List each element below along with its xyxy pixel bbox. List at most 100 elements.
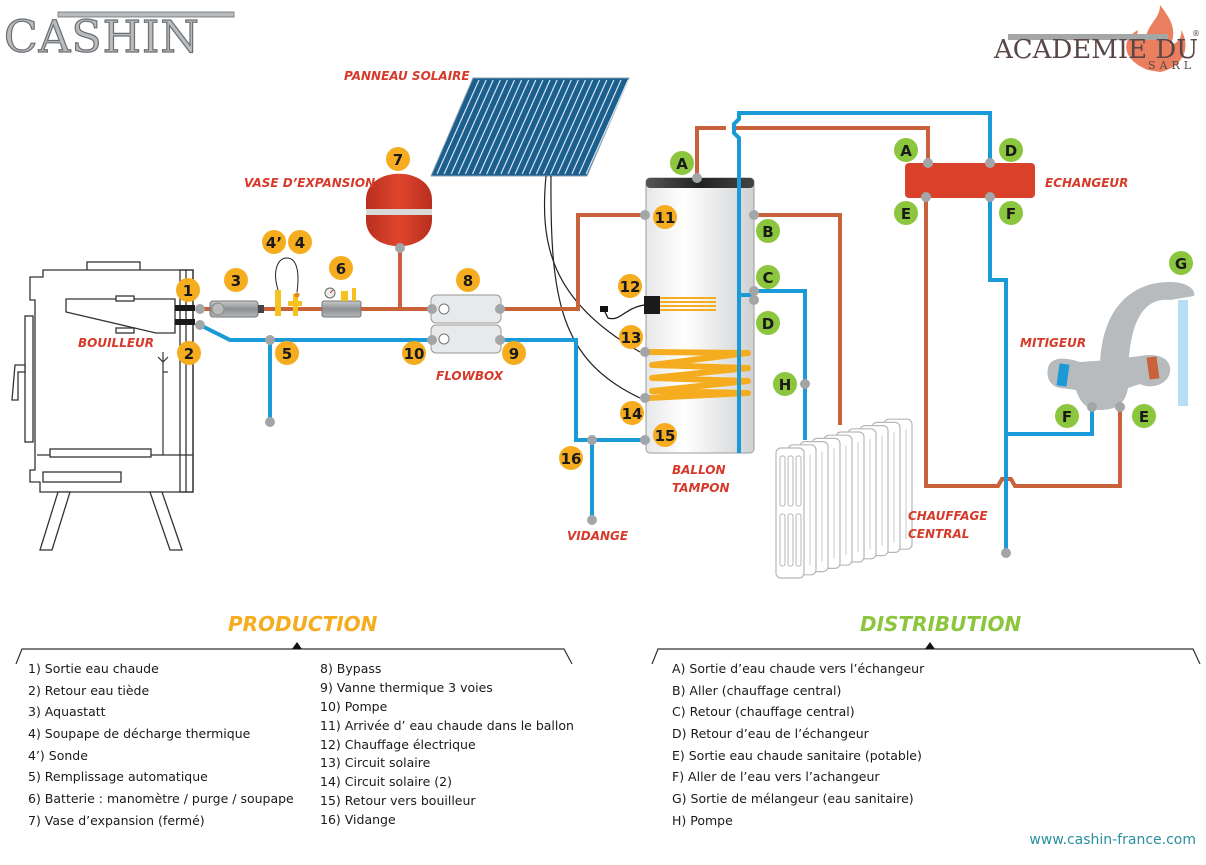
badge-d: D <box>999 138 1023 162</box>
panel-stripe <box>521 79 565 175</box>
panel-stripe <box>486 79 530 175</box>
pipe-joint <box>265 335 275 345</box>
panel-stripe <box>507 79 551 175</box>
panel-stripe <box>479 79 523 175</box>
pipe-joint <box>427 304 437 314</box>
badge-label: 5 <box>282 345 292 363</box>
panel-stripe <box>500 79 544 175</box>
legend-item: A) Sortie d’eau chaude vers l’échangeur <box>672 661 925 676</box>
pipe-joint <box>1001 548 1011 558</box>
badge-n4p: 4’ <box>262 230 286 254</box>
badge-n6: 6 <box>329 256 353 280</box>
legend-item: 2) Retour eau tiède <box>28 682 150 698</box>
production-title: PRODUCTION <box>228 612 378 636</box>
cashin-logo: CASHIN <box>3 11 235 64</box>
badge-n15: 15 <box>653 423 677 447</box>
pipe-joint <box>195 320 205 330</box>
legend-item: 11) Arrivée d’ eau chaude dans le ballon <box>320 717 574 733</box>
pipe-joint <box>749 210 759 220</box>
pipe-joint <box>985 192 995 202</box>
label-panneau-solaire: PANNEAU SOLAIRE <box>344 69 470 83</box>
label-central: CENTRAL <box>908 527 969 541</box>
website-link[interactable]: www.cashin-france.com <box>1029 832 1196 848</box>
legend-item: 9) Vanne thermique 3 voies <box>320 679 493 695</box>
label-vase-expansion: VASE D’EXPANSION <box>244 176 375 190</box>
label-vidange: VIDANGE <box>567 529 629 543</box>
panel-stripe <box>550 79 594 175</box>
badge-n2: 2 <box>177 341 201 365</box>
badge-label: A <box>900 142 912 160</box>
academie-logo-text: ACADEMIE DU FEU <box>993 35 1206 65</box>
badge-label: F <box>1006 205 1016 223</box>
panel-stripe <box>493 79 537 175</box>
logo-bar <box>57 11 235 18</box>
panel-stripe <box>585 79 629 175</box>
label-ballon: BALLON <box>672 463 726 477</box>
badge-label: 4 <box>295 234 305 252</box>
power-cable <box>603 304 645 320</box>
pipe-joint <box>800 379 810 389</box>
legend-item: B) Aller (chauffage central) <box>672 682 842 698</box>
pipe-joint <box>587 515 597 525</box>
academie-logo-sarl: SARL <box>1148 59 1195 72</box>
electric-heater <box>644 296 660 314</box>
label-echangeur: ECHANGEUR <box>1045 176 1128 190</box>
distribution-pipes <box>695 111 1122 553</box>
soupape-sonde <box>275 257 302 316</box>
water-stream <box>1178 300 1188 406</box>
panel-stripe <box>542 79 587 175</box>
badge-b: B <box>756 219 780 243</box>
plug-icon <box>600 306 608 312</box>
badge-n7: 7 <box>386 147 410 171</box>
panel-stripe <box>464 79 508 175</box>
legend-item: 4) Soupape de décharge thermique <box>28 726 251 742</box>
production-bracket-arrow <box>292 642 302 649</box>
pipe-joint <box>749 295 759 305</box>
badge-g: G <box>1169 251 1193 275</box>
pipe-joint <box>427 335 437 345</box>
badge-n10: 10 <box>402 341 426 365</box>
panel-stripe <box>571 79 615 175</box>
legend-item: H) Pompe <box>672 812 733 828</box>
pipe-joint <box>749 286 759 296</box>
legend-item: 12) Chauffage électrique <box>320 736 476 752</box>
pipe-joint <box>985 158 995 168</box>
mitigeur-faucet <box>1047 282 1195 410</box>
badge-n12: 12 <box>618 274 642 298</box>
badge-f: F <box>1055 404 1079 428</box>
panel-stripe <box>578 79 622 175</box>
legend-item: E) Sortie eau chaude sanitaire (potable) <box>672 747 922 763</box>
panel-stripe <box>535 79 579 175</box>
pipe-joint <box>587 435 597 445</box>
badge-label: D <box>762 315 774 333</box>
panel-stripe <box>557 79 601 175</box>
badge-label: A <box>676 155 688 173</box>
badge-label: 6 <box>336 260 346 278</box>
pipe-joint <box>640 210 650 220</box>
panel-stripe <box>443 79 487 175</box>
legend-item: 10) Pompe <box>320 698 388 714</box>
badge-label: 13 <box>621 329 642 347</box>
pipe-joint <box>195 304 205 314</box>
badge-label: 15 <box>655 427 676 445</box>
pipe-joint <box>640 347 650 357</box>
badge-n16: 16 <box>559 446 583 470</box>
badge-label: 4’ <box>266 234 282 252</box>
pipe-joints <box>195 158 1125 558</box>
solar-panel <box>430 77 641 399</box>
pipe-joint <box>923 158 933 168</box>
heater-element <box>660 297 716 311</box>
badge-e: E <box>894 201 918 225</box>
pipe-joint <box>265 417 275 427</box>
badge-label: G <box>1175 255 1187 273</box>
badge-d: D <box>756 311 780 335</box>
badge-n8: 8 <box>456 268 480 292</box>
distribution-bracket-arrow <box>925 642 935 649</box>
badge-n4: 4 <box>288 230 312 254</box>
echangeur <box>905 163 1035 198</box>
legend-brackets <box>15 642 1201 665</box>
badge-f: F <box>999 201 1023 225</box>
stove-bouilleur <box>11 261 195 551</box>
badge-label: D <box>1005 142 1017 160</box>
